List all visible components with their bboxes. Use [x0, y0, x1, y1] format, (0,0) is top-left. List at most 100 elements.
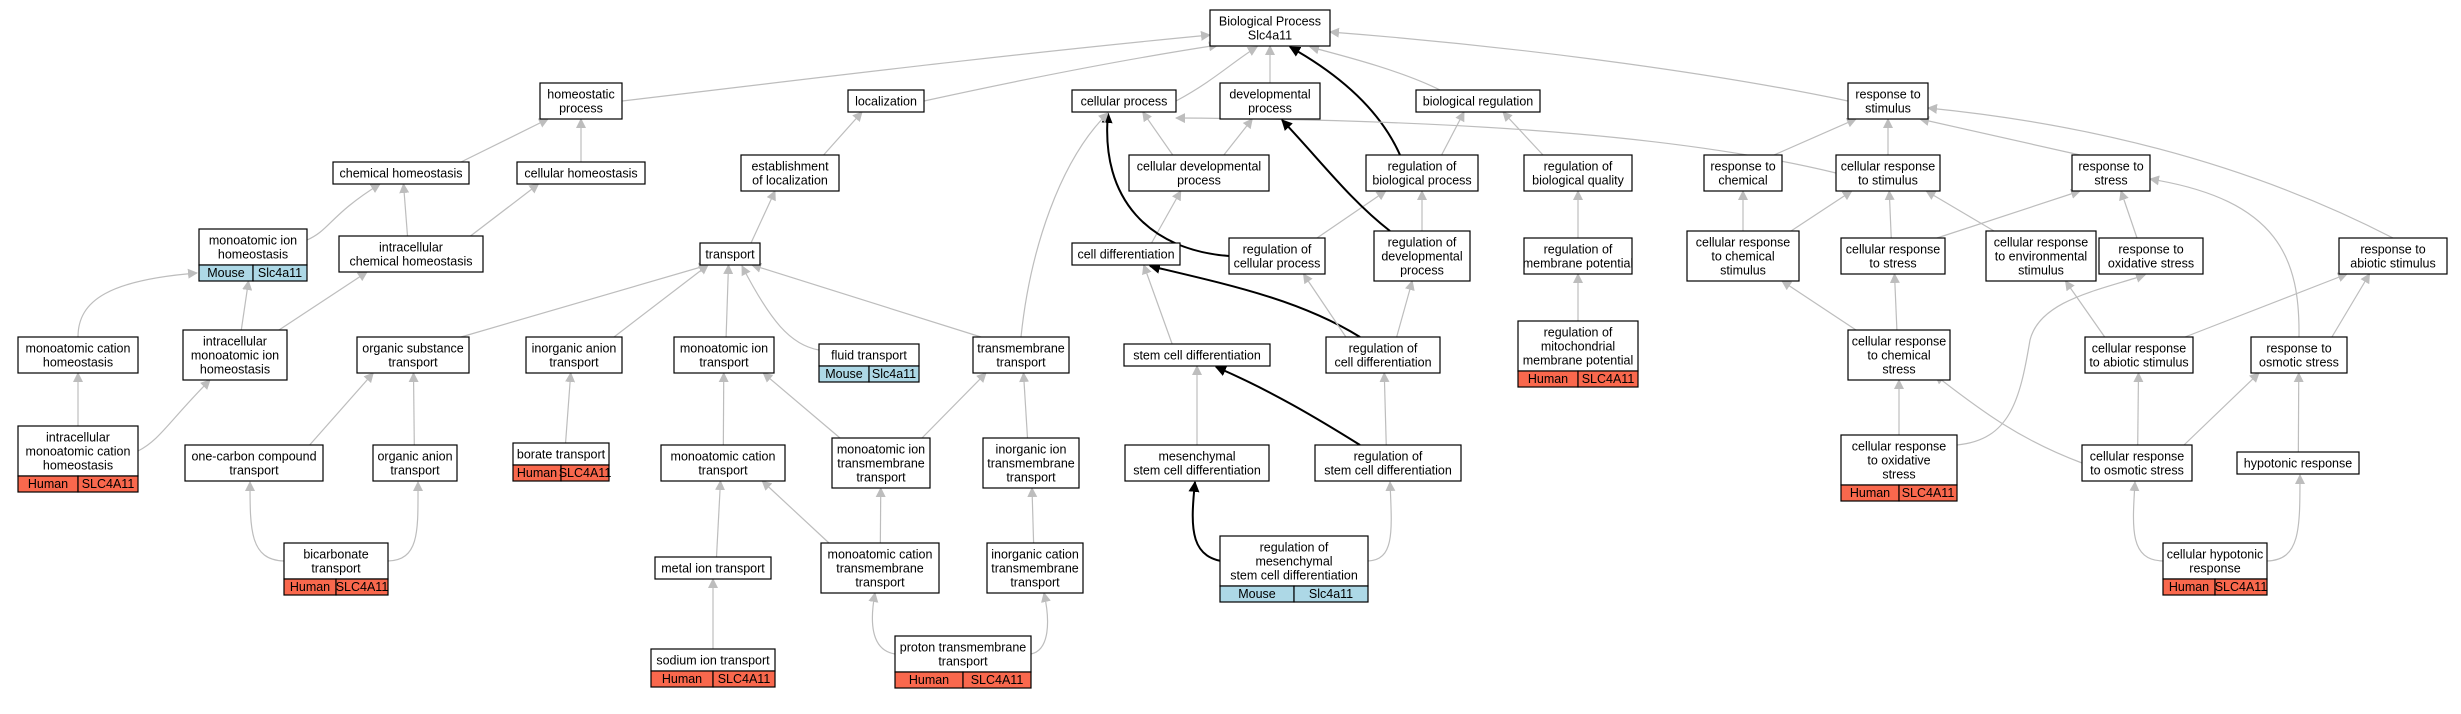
- node-label-line: cellular response: [1852, 440, 1947, 454]
- node-label-line: cellular response: [2090, 450, 2185, 464]
- edge-resp-ox-to-resp-stress: [2121, 191, 2137, 238]
- node-label-line: Biological Process: [1219, 15, 1321, 29]
- node-localization[interactable]: localization: [848, 90, 924, 112]
- node-label-line: process: [1400, 264, 1444, 278]
- node-label-line: of localization: [752, 174, 828, 188]
- node-metal-ion[interactable]: metal ion transport: [655, 557, 771, 579]
- node-label-line: homeostasis: [218, 248, 288, 262]
- node-label-line: stimulus: [2018, 264, 2064, 278]
- node-label-line: cellular process: [1081, 95, 1168, 109]
- edge-cell-hypo-to-cell-resp-osm: [2133, 482, 2163, 561]
- node-label-line: cellular response: [1841, 160, 1936, 174]
- species-label: Human: [2169, 580, 2209, 594]
- node-cellular-process[interactable]: cellular process: [1072, 90, 1176, 112]
- node-chem-homeo[interactable]: chemical homeostasis: [333, 162, 469, 184]
- edge-transmembrane-to-transport: [752, 265, 981, 337]
- edge-cation-tm-to-cation-transport: [762, 481, 829, 543]
- edge-intra-chem-homeo-to-cell-homeo: [471, 184, 539, 236]
- gene-label: Slc4a11: [1309, 587, 1353, 601]
- node-label-line: monoatomic cation: [828, 548, 933, 562]
- node-label-line: mesenchymal: [1158, 450, 1235, 464]
- node-stem-diff[interactable]: stem cell differentiation: [1124, 344, 1270, 366]
- edge-ion-homeo-to-chem-homeo: [307, 184, 380, 240]
- edge-resp-chem-to-response-stimulus: [1774, 119, 1856, 155]
- edge-intra-cation-homeo-to-intra-ion-homeo: [138, 380, 210, 451]
- node-label-line: proton transmembrane: [900, 641, 1027, 655]
- edge-cell-resp-chem-stress-to-cell-resp-chem-stim: [1782, 281, 1856, 330]
- edge-one-carbon-to-org-sub: [310, 373, 374, 445]
- node-label-line: transport: [388, 356, 438, 370]
- node-label-line: chemical: [1718, 174, 1767, 188]
- node-transport[interactable]: transport: [700, 243, 760, 265]
- node-label-line: cellular response: [1852, 335, 1947, 349]
- node-label-line: developmental: [1381, 250, 1462, 264]
- edge-org-anion-to-org-sub: [414, 373, 415, 445]
- node-label-line: regulation of: [1544, 243, 1613, 257]
- node-biological-regulation[interactable]: biological regulation: [1416, 90, 1540, 112]
- node-cell-diff[interactable]: cell differentiation: [1072, 243, 1180, 265]
- node-label-line: response to: [2360, 243, 2425, 257]
- node-label-line: transport: [938, 655, 988, 669]
- edge-chem-homeo-to-homeostatic: [461, 119, 548, 162]
- species-label: Mouse: [207, 266, 245, 280]
- edge-intra-ion-homeo-to-ion-homeo: [241, 281, 248, 330]
- node-label-line: inorganic anion: [532, 342, 617, 356]
- node-cell-homeo[interactable]: cellular homeostasis: [517, 162, 645, 184]
- node-hypotonic[interactable]: hypotonic response: [2237, 452, 2359, 474]
- node-label-line: regulation of: [1388, 236, 1457, 250]
- edge-cell-resp-env-to-cell-resp-stim: [1926, 191, 1994, 231]
- node-label-line: homeostasis: [43, 356, 113, 370]
